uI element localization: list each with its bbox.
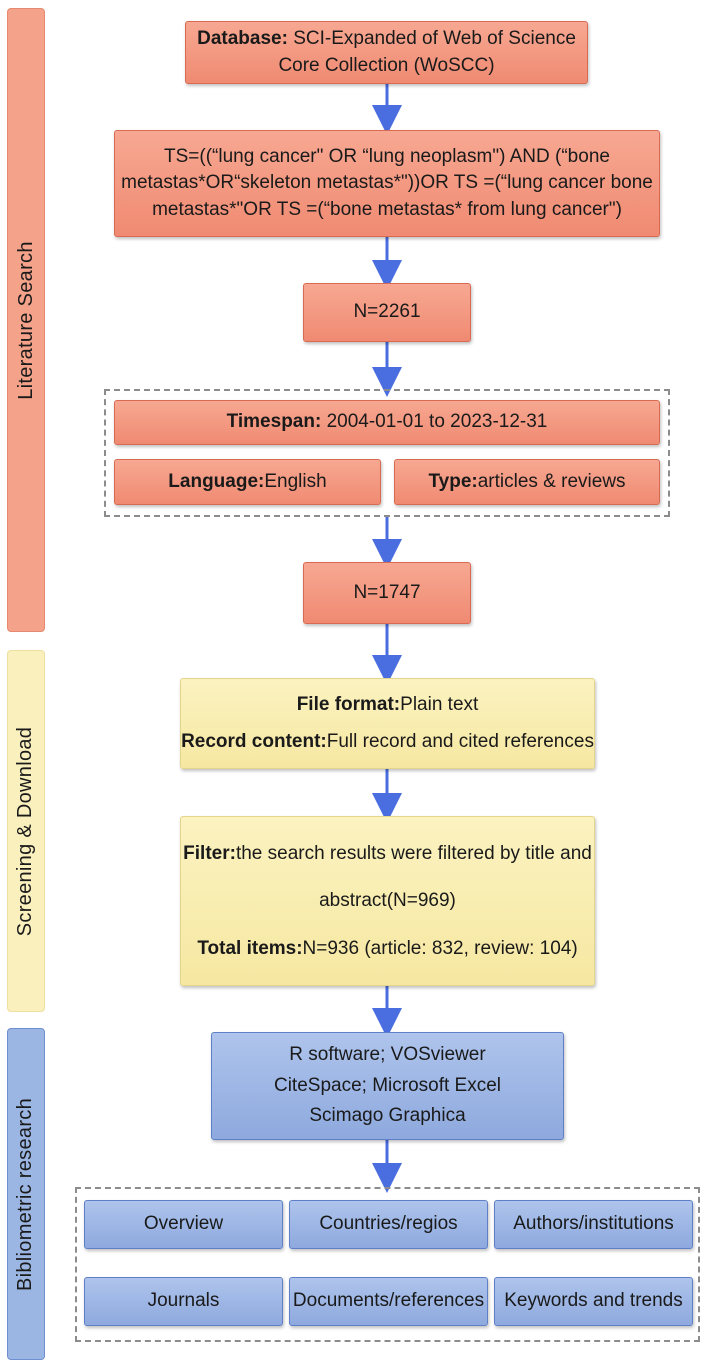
filter-value-1: the search results were filtered by titl… bbox=[235, 843, 592, 865]
software-line-3: Scimago Graphica bbox=[309, 1105, 466, 1127]
total-items-label: Total items: bbox=[197, 937, 303, 959]
filter-value-2: abstract(N=969) bbox=[319, 890, 456, 912]
output-countries-regions: Countries/regios bbox=[289, 1200, 488, 1249]
database-box: Database: SCI-Expanded of Web of Science… bbox=[185, 21, 588, 84]
timespan-value: 2004-01-01 to 2023-12-31 bbox=[321, 411, 548, 433]
language-box: Language:English bbox=[114, 459, 381, 505]
type-box: Type:articles & reviews bbox=[394, 459, 660, 505]
search-query-box: TS=((“lung cancer" OR “lung neoplasm") A… bbox=[114, 130, 660, 237]
literature-search-section: Literature Search bbox=[7, 8, 45, 632]
database-text1: SCI-Expanded of Web of Science bbox=[287, 27, 576, 49]
software-line-1: R software; VOSviewer bbox=[289, 1044, 486, 1066]
type-value: articles & reviews bbox=[477, 470, 626, 492]
output-overview: Overview bbox=[84, 1200, 283, 1249]
bibliometric-research-section: Bibliometric research bbox=[7, 1028, 45, 1360]
criteria-group bbox=[104, 389, 670, 517]
query-line-3: metastas*"OR TS =(“bone metastas* from l… bbox=[152, 198, 622, 220]
output-keywords-trends: Keywords and trends bbox=[494, 1277, 693, 1326]
record-content-label: Record content: bbox=[181, 730, 327, 752]
timespan-box: Timespan: 2004-01-01 to 2023-12-31 bbox=[114, 400, 660, 445]
file-format-value: Plain text bbox=[400, 693, 479, 715]
language-label: Language: bbox=[168, 470, 265, 492]
count-filtered: N=1747 bbox=[353, 581, 421, 603]
query-line-1: TS=((“lung cancer" OR “lung neoplasm") A… bbox=[164, 145, 610, 167]
timespan-label: Timespan: bbox=[226, 411, 322, 433]
file-format-box: File format:Plain text Record content:Fu… bbox=[180, 678, 595, 769]
count-initial: N=2261 bbox=[353, 301, 421, 323]
database-label: Database: bbox=[197, 27, 288, 49]
screening-download-section: Screening & Download bbox=[7, 650, 45, 1012]
total-items-value: N=936 (article: 832, review: 104) bbox=[302, 937, 578, 959]
filter-box: Filter:the search results were filtered … bbox=[180, 816, 595, 986]
filter-label: Filter: bbox=[183, 843, 236, 865]
file-format-label: File format: bbox=[296, 693, 401, 715]
type-label: Type: bbox=[428, 470, 478, 492]
output-journals: Journals bbox=[84, 1277, 283, 1326]
count-box-initial: N=2261 bbox=[303, 283, 471, 342]
output-documents-references: Documents/references bbox=[289, 1277, 488, 1326]
output-authors-institutions: Authors/institutions bbox=[494, 1200, 693, 1249]
outputs-group bbox=[75, 1187, 700, 1342]
record-content-value: Full record and cited references bbox=[326, 730, 594, 752]
query-line-2: metastas*OR“skeleton metastas*"))OR TS =… bbox=[121, 172, 653, 194]
count-box-filtered: N=1747 bbox=[303, 562, 471, 624]
language-value: English bbox=[264, 470, 327, 492]
database-text2: Core Collection (WoSCC) bbox=[278, 54, 495, 76]
software-box: R software; VOSviewer CiteSpace; Microso… bbox=[211, 1032, 564, 1140]
software-line-2: CiteSpace; Microsoft Excel bbox=[273, 1074, 502, 1096]
